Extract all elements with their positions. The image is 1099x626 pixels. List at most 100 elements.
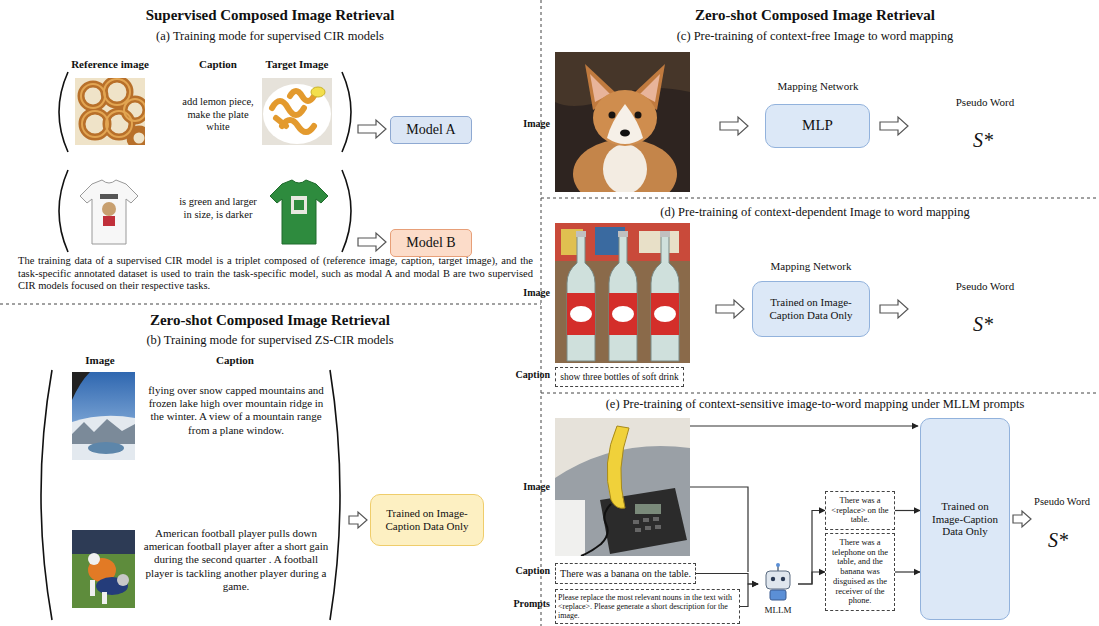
bottles-photo [651,235,679,361]
onion-rings-photo [81,79,148,147]
output-box: There was a <replace> on the table. [825,491,895,530]
bottles-photo [570,306,592,322]
node-text: Trained on Image-Caption Data Only [759,296,863,321]
onion-rings-photo [82,111,108,137]
description-text: The training data of a supervised CIR mo… [18,255,533,293]
phone-banana-photo [635,528,641,532]
hollow-arrow [349,512,367,528]
image-feed-line [690,425,918,426]
green-shirt-photo [270,180,328,244]
bottles-photo [555,223,690,363]
node-text: MLP [802,117,833,134]
bottles-photo [567,293,595,335]
green-shirt-photo [294,200,304,210]
node-text: Trained on Image-Caption Data Only [377,507,477,532]
node-text: Model B [406,235,455,251]
white-shirt-photo [80,180,138,244]
hollow-arrow [880,300,908,318]
divider-line [541,0,542,626]
phone-banana-photo [555,418,690,556]
bottles-photo [609,235,637,361]
training-box: Trained on Image-Caption Data Only [752,281,870,337]
phone-banana-photo [555,500,585,556]
bracket [41,370,52,620]
robot-icon [770,590,786,600]
robot-icon [766,571,790,589]
node-text: show three bottles of soft drink [560,372,678,383]
training-box: Trained on Image-Caption Data Only [370,494,484,546]
connector-arrow [740,584,758,607]
bottles-photo [567,235,595,361]
green-shirt-photo [265,176,335,248]
image-feed-line [690,487,748,572]
divider-line [0,304,541,305]
robot-icon [766,563,790,600]
prompt-box: Please replace the most relevant nouns i… [555,589,740,624]
mountain-photo [72,372,135,460]
output-label: Pseudo Word [940,96,1030,109]
robot-icon [771,577,775,581]
green-shirt-photo [291,196,307,214]
phone-banana-photo [653,517,659,521]
connector-arrow [798,572,825,584]
caption-text: is green and larger in size, is darker [177,196,259,221]
dog-photo [603,144,647,194]
robot-icon [781,577,785,581]
bottles-photo [639,231,679,253]
node-text: Model A [406,122,455,138]
fries-photo [272,101,304,115]
robot-icon [776,563,780,567]
dog-photo [607,104,643,144]
football-photo [102,592,107,604]
onion-rings-photo [75,78,145,145]
white-shirt-photo [103,216,115,226]
node-text: There was a telephone on the table, and … [829,538,891,606]
panel-subtitle: (c) Pre-training of context-free Image t… [545,29,1085,44]
model-box: Model B [390,229,472,257]
fries-photo [276,118,286,126]
onion-rings-photo [106,111,132,137]
caption-text: add lemon piece, make the plate white [178,96,258,134]
dog-photo [609,112,616,119]
onion-rings-photo [81,84,105,108]
model-box: Model A [390,116,472,144]
onion-rings-photo [106,111,132,137]
football-photo [72,530,135,608]
bracket [59,72,68,152]
bottles-photo [651,293,679,335]
white-shirt-photo [75,176,145,248]
bottles-photo [651,231,679,361]
phone-banana-photo [633,520,639,524]
phone-banana-photo [645,526,651,530]
row-label: Image [510,287,550,299]
white-shirt-photo [102,202,116,216]
hollow-arrow [1013,511,1031,527]
dog-photo [620,130,630,137]
phone-banana-photo [635,504,661,514]
output-box: There was a telephone on the table, and … [825,533,895,611]
bracket [342,170,351,252]
row-label: Image [510,481,550,493]
bottles-photo [612,306,634,322]
connector-arrow [895,510,920,511]
caption-box: There was a banana on the table. [555,563,696,584]
divider-line [541,198,1099,199]
mountain-photo [72,372,90,400]
bottles-photo [609,293,637,335]
mlp-box: MLP [765,104,870,148]
bottles-photo [555,223,690,363]
row-label: Image [510,118,550,130]
node-text: Please replace the most relevant nouns i… [558,593,737,621]
connector-arrow [696,574,758,585]
bottles-photo [618,231,628,237]
hollow-arrow [358,120,386,138]
onion-rings-photo [104,79,130,105]
onion-rings-photo [124,99,146,121]
panel-subtitle: (d) Pre-training of context-dependent Im… [545,205,1085,220]
divider-line [541,393,1099,394]
hollow-arrow [358,233,386,251]
phone-banana-photo [655,525,661,529]
column-header: Caption [183,58,253,71]
